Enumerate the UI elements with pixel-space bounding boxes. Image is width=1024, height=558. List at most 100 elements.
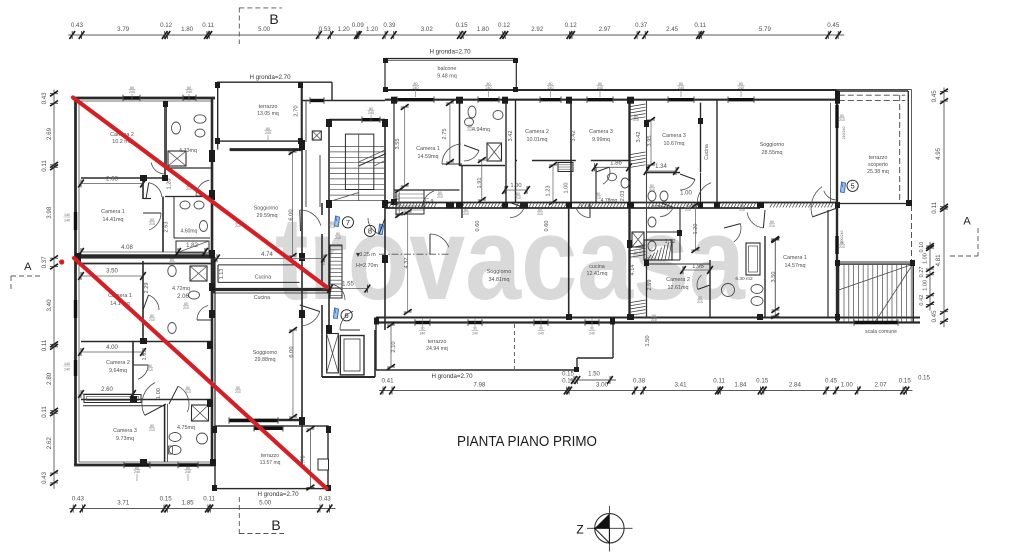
svg-text:+3.25 m: +3.25 m (356, 252, 376, 258)
svg-text:2.06: 2.06 (177, 294, 189, 300)
svg-text:10.01mq: 10.01mq (527, 137, 548, 143)
svg-text:0.37: 0.37 (41, 256, 48, 269)
svg-text:210: 210 (185, 390, 191, 394)
svg-text:3.50: 3.50 (771, 272, 777, 283)
svg-text:2.75: 2.75 (442, 129, 448, 140)
svg-text:210: 210 (839, 245, 845, 249)
svg-text:240: 240 (548, 86, 554, 90)
svg-text:90: 90 (539, 327, 543, 331)
svg-text:28.55mq: 28.55mq (762, 150, 783, 156)
svg-text:6.00: 6.00 (289, 346, 295, 357)
svg-text:80: 80 (266, 127, 270, 131)
svg-text:Camera 1: Camera 1 (783, 255, 807, 261)
svg-text:80: 80 (336, 232, 340, 236)
svg-text:scala comune: scala comune (865, 329, 897, 335)
svg-text:0.41: 0.41 (381, 378, 394, 385)
svg-text:140: 140 (64, 219, 70, 223)
svg-text:210: 210 (149, 222, 155, 226)
svg-text:Soggiorno: Soggiorno (253, 350, 278, 356)
svg-text:balcone: balcone (438, 66, 457, 72)
svg-text:cucina: cucina (589, 264, 605, 270)
svg-text:0.15: 0.15 (756, 378, 769, 385)
svg-text:25.38 mq: 25.38 mq (867, 169, 889, 175)
svg-text:1.00: 1.00 (841, 382, 854, 389)
svg-text:240: 240 (486, 86, 492, 90)
svg-text:1.12: 1.12 (665, 239, 676, 245)
svg-text:210: 210 (651, 318, 657, 322)
svg-text:5.50: 5.50 (322, 287, 326, 294)
svg-text:210: 210 (537, 212, 543, 216)
svg-text:1.84: 1.84 (734, 382, 747, 389)
svg-text:3.40: 3.40 (46, 299, 53, 312)
svg-text:240: 240 (186, 90, 192, 94)
svg-text:3.42: 3.42 (571, 131, 577, 142)
svg-text:1.20: 1.20 (693, 224, 699, 235)
svg-text:80: 80 (679, 82, 683, 86)
svg-text:0.11: 0.11 (562, 378, 574, 385)
svg-text:210: 210 (183, 306, 189, 310)
svg-text:2.70: 2.70 (294, 105, 300, 116)
svg-text:3.71: 3.71 (117, 500, 130, 507)
svg-text:80: 80 (186, 466, 190, 470)
svg-text:0.11: 0.11 (41, 160, 48, 172)
svg-text:terrazzo: terrazzo (261, 453, 279, 459)
svg-text:1.86: 1.86 (610, 161, 622, 167)
svg-text:3.42: 3.42 (636, 132, 642, 143)
svg-text:80: 80 (740, 204, 744, 208)
svg-text:terrazzo: terrazzo (259, 104, 278, 110)
svg-text:240: 240 (368, 111, 374, 115)
svg-text:0.27: 0.27 (919, 266, 925, 277)
svg-text:B: B (271, 517, 280, 533)
svg-text:0.45: 0.45 (825, 378, 838, 385)
svg-text:4.00: 4.00 (106, 345, 118, 351)
svg-text:0.15: 0.15 (160, 496, 173, 503)
svg-text:210: 210 (147, 368, 153, 372)
svg-text:80: 80 (148, 364, 152, 368)
svg-text:1.20: 1.20 (338, 26, 351, 33)
svg-text:210: 210 (149, 428, 155, 432)
svg-text:9.48 mq: 9.48 mq (437, 74, 456, 80)
svg-text:2.97: 2.97 (599, 26, 612, 33)
svg-text:210: 210 (515, 196, 521, 200)
svg-text:29.59mq: 29.59mq (257, 213, 278, 219)
svg-text:3.02: 3.02 (421, 26, 434, 33)
svg-text:210: 210 (739, 208, 745, 212)
svg-text:0.45: 0.45 (931, 310, 938, 323)
svg-text:210: 210 (463, 212, 469, 216)
svg-text:1.80: 1.80 (181, 26, 194, 33)
svg-text:0.15: 0.15 (562, 372, 574, 378)
svg-text:0.43: 0.43 (72, 496, 85, 503)
svg-text:80: 80 (686, 204, 690, 208)
svg-text:80: 80 (186, 386, 190, 390)
svg-text:12.61mq: 12.61mq (668, 285, 689, 291)
svg-text:80: 80 (184, 302, 188, 306)
svg-text:210: 210 (649, 188, 655, 192)
svg-text:240: 240 (265, 131, 271, 135)
svg-text:210: 210 (329, 225, 335, 229)
svg-text:80: 80 (369, 107, 373, 111)
svg-text:2.84: 2.84 (789, 382, 802, 389)
svg-text:240: 240 (413, 86, 419, 90)
svg-text:29.88mq: 29.88mq (255, 357, 276, 363)
svg-text:240: 240 (129, 90, 135, 94)
svg-text:Camera 1: Camera 1 (108, 293, 132, 299)
svg-text:H=2.70m: H=2.70m (356, 263, 379, 269)
svg-text:4.81: 4.81 (935, 254, 942, 267)
svg-text:4.08: 4.08 (121, 245, 133, 251)
svg-text:90: 90 (421, 327, 425, 331)
svg-text:7: 7 (346, 218, 350, 227)
svg-text:2.03: 2.03 (620, 191, 626, 202)
svg-text:80: 80 (438, 191, 442, 195)
svg-text:1.34: 1.34 (655, 164, 667, 170)
svg-text:210: 210 (335, 236, 341, 240)
svg-text:210/240: 210/240 (842, 127, 846, 140)
svg-text:4.95: 4.95 (935, 147, 942, 160)
svg-text:4.78mq: 4.78mq (601, 198, 618, 204)
svg-text:80: 80 (150, 424, 154, 428)
svg-text:H gronda=2.70: H gronda=2.70 (257, 491, 299, 498)
svg-text:210: 210 (633, 118, 639, 122)
svg-text:trovacasa: trovacasa (275, 193, 746, 325)
svg-text:80: 80 (135, 466, 139, 470)
svg-text:scoperto: scoperto (868, 162, 888, 168)
svg-text:24.94 mq: 24.94 mq (426, 346, 448, 352)
